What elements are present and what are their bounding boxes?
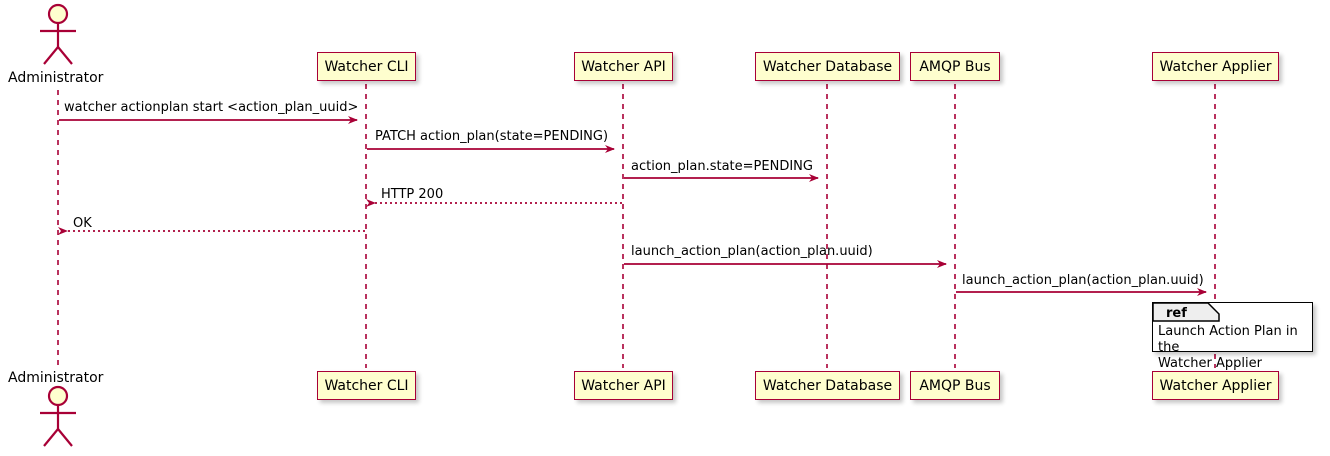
participant-label: Watcher API [581,377,666,394]
lifelines [57,84,1216,368]
message-label-7: launch_action_plan(action_plan.uuid) [962,273,1204,288]
participant-label: Watcher Applier [1159,58,1272,75]
actor-administrator-bottom [40,385,76,447]
participant-box-watcher-api-bottom[interactable]: Watcher API [574,371,673,400]
participant-label: Watcher Database [762,377,893,394]
message-label-2: PATCH action_plan(state=PENDING) [375,129,609,144]
participant-label: Watcher Applier [1159,377,1272,394]
message-label-5: OK [73,216,92,231]
participant-box-watcher-applier-bottom[interactable]: Watcher Applier [1152,371,1279,400]
ref-fragment-keyword: ref [1166,306,1187,321]
participant-box-amqp-bus-top[interactable]: AMQP Bus [910,52,1000,81]
message-arrows [58,116,1207,296]
participant-box-watcher-applier-top[interactable]: Watcher Applier [1152,52,1279,81]
ref-fragment-line-1: Launch Action Plan in the [1158,324,1298,355]
ref-fragment-line-2: Watcher Applier [1158,356,1262,371]
participant-box-amqp-bus-bottom[interactable]: AMQP Bus [910,371,1000,400]
actor-label-administrator-bottom: Administrator [8,370,104,386]
actor-label-administrator-top: Administrator [8,70,104,86]
participant-label: Watcher Database [762,58,893,75]
message-label-6: launch_action_plan(action_plan.uuid) [631,244,873,259]
message-label-1: watcher actionplan start <action_plan_uu… [64,100,359,115]
participant-label: Watcher CLI [324,58,409,75]
participant-box-watcher-database-top[interactable]: Watcher Database [755,52,900,81]
participant-label: AMQP Bus [919,377,991,394]
actor-administrator-top [40,3,76,65]
participant-label: Watcher CLI [324,377,409,394]
participant-box-watcher-api-top[interactable]: Watcher API [574,52,673,81]
participant-box-watcher-database-bottom[interactable]: Watcher Database [755,371,900,400]
participant-box-watcher-cli-bottom[interactable]: Watcher CLI [317,371,416,400]
message-label-3: action_plan.state=PENDING [631,159,813,174]
message-label-4: HTTP 200 [381,187,444,202]
participant-label: AMQP Bus [919,58,991,75]
ref-fragment-body: Launch Action Plan in the Watcher Applie… [1158,324,1318,372]
participant-box-watcher-cli-top[interactable]: Watcher CLI [317,52,416,81]
participant-label: Watcher API [581,58,666,75]
